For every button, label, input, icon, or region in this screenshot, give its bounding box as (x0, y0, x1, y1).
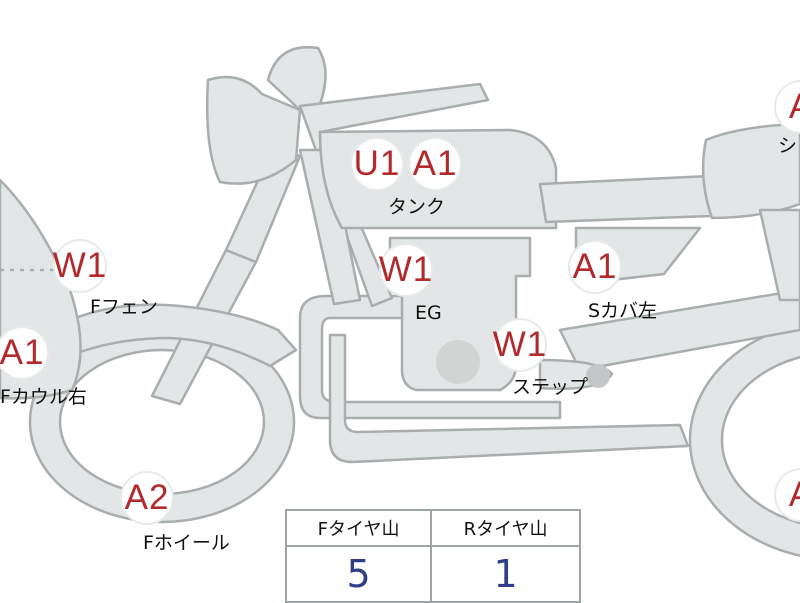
front-fender-badge[interactable]: W1 (53, 241, 106, 291)
front-wheel-badge[interactable]: A2 (122, 473, 172, 523)
rear-wheel-shape (688, 323, 800, 557)
rear-tire-header: Rタイヤ山 (430, 509, 581, 547)
cowl-right-badge[interactable]: A1 (0, 328, 47, 378)
tire-tread-table: Fタイヤ山 Rタイヤ山 5 1 (284, 509, 581, 603)
step-peg (586, 364, 610, 388)
tank-label: タンク (388, 196, 446, 218)
front-tire-value[interactable]: 5 (284, 545, 433, 603)
engine-badge[interactable]: W1 (379, 245, 432, 295)
front-fender-label: Fフェン (90, 296, 158, 318)
side-cover-badge[interactable]: A1 (570, 242, 620, 292)
front-fender-shape (68, 303, 298, 368)
front-wheel-label: Fホイール (143, 532, 230, 554)
side-cover-label: Sカバ左 (588, 300, 658, 322)
headlight-shape (266, 45, 327, 112)
seat-shape (538, 174, 714, 224)
exhaust-upper-shape (298, 294, 562, 420)
tank-a-badge[interactable]: A1 (410, 139, 460, 189)
handlebar-shape (205, 75, 302, 185)
seat-label: シ (778, 135, 798, 157)
front-tire-header: Fタイヤ山 (284, 509, 433, 547)
rear-frame-shape (758, 208, 800, 302)
rear-tire-value[interactable]: 1 (430, 545, 581, 603)
swingarm-shape (558, 288, 800, 372)
cowl-right-label: Fカウル右 (0, 386, 87, 408)
engine-cover-circle (436, 340, 480, 384)
step-badge[interactable]: W1 (493, 320, 546, 370)
tank-u-badge[interactable]: U1 (352, 139, 402, 189)
engine-label: EG (415, 302, 442, 324)
exhaust-lower-shape (328, 333, 690, 464)
step-label: ステップ (512, 376, 589, 398)
